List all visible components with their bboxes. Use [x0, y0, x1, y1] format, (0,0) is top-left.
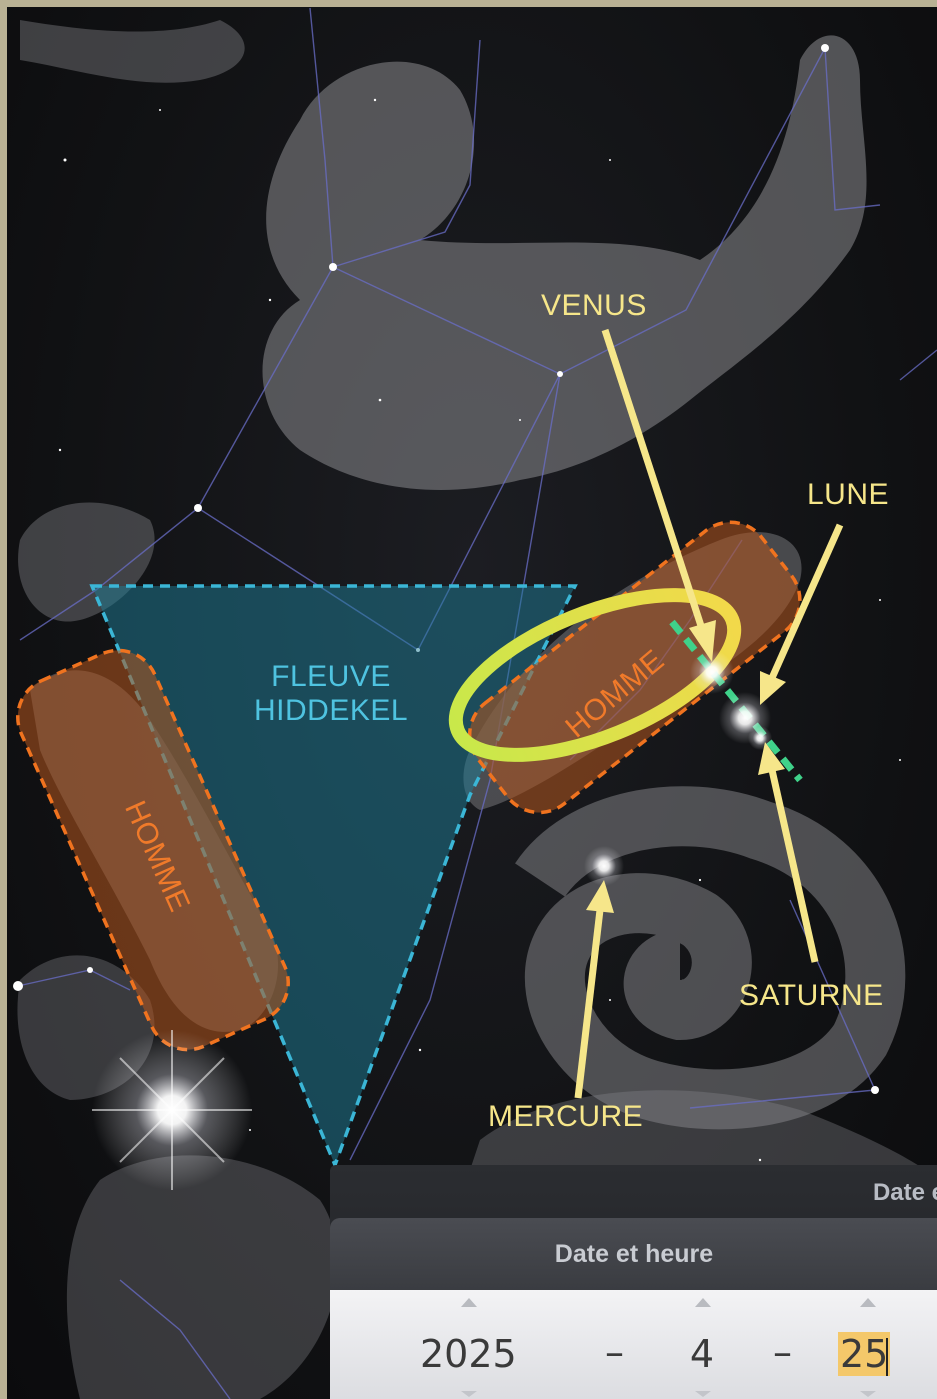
lower-figure — [67, 1155, 338, 1399]
label-venus: VENUS — [541, 289, 647, 323]
label-fleuve-line2: HIDDEKEL — [254, 694, 408, 728]
separator-year-month: – — [605, 1330, 624, 1374]
year-field[interactable]: 2025 — [420, 1332, 515, 1376]
date-time-panel: Date et heure 2025 – 4 – 25 — [330, 1218, 937, 1399]
label-fleuve-hiddekel: FLEUVE HIDDEKEL — [254, 660, 408, 728]
year-increment-arrow-icon[interactable] — [461, 1298, 477, 1307]
top-left-figure — [20, 20, 245, 83]
month-field[interactable]: 4 — [680, 1332, 724, 1376]
date-panel-title: Date et heure — [330, 1240, 937, 1269]
separator-month-day: – — [773, 1330, 792, 1374]
day-field[interactable]: 25 — [838, 1332, 888, 1376]
date-panel-header: Date et heure — [330, 1218, 937, 1290]
day-value-selected: 25 — [838, 1332, 890, 1376]
whale-figure — [263, 35, 867, 490]
saturn-glow — [748, 726, 772, 750]
label-saturne: SATURNE — [739, 979, 884, 1013]
label-fleuve-line1: FLEUVE — [254, 660, 408, 694]
month-increment-arrow-icon[interactable] — [695, 1298, 711, 1307]
year-decrement-arrow-icon[interactable] — [461, 1391, 477, 1397]
date-panel-body: 2025 – 4 – 25 — [330, 1290, 937, 1399]
text-caret — [886, 1338, 888, 1376]
label-mercure: MERCURE — [488, 1100, 643, 1134]
date-panel-back-title: Date e — [873, 1179, 937, 1207]
label-lune: LUNE — [807, 478, 889, 512]
day-increment-arrow-icon[interactable] — [860, 1298, 876, 1307]
month-decrement-arrow-icon[interactable] — [695, 1391, 711, 1397]
day-decrement-arrow-icon[interactable] — [860, 1391, 876, 1397]
